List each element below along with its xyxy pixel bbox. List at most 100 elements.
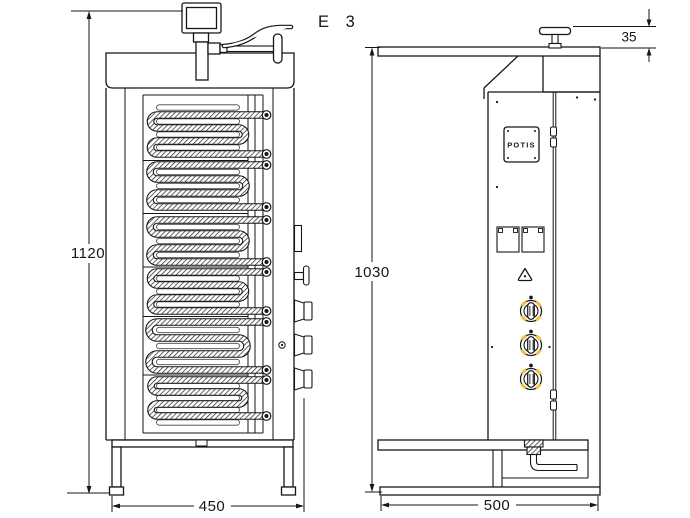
dim-front-height-label: 1120 <box>71 245 105 262</box>
element-terminal-dot <box>264 151 269 157</box>
heating-element-tube <box>147 162 263 210</box>
warning-triangle-icon <box>517 267 533 282</box>
side-body <box>487 91 600 440</box>
control-knobs <box>519 295 543 391</box>
base-rail <box>379 486 601 496</box>
side-base <box>377 439 601 496</box>
element-terminal-dot <box>264 269 269 275</box>
dimensions: 1120 450 1030 <box>67 9 656 515</box>
dim-front-width-label: 450 <box>199 498 226 515</box>
reflector-slot <box>156 237 240 245</box>
reflector-slot <box>156 118 240 125</box>
knob-profile <box>293 299 305 323</box>
element-terminal-dot <box>264 377 269 383</box>
heating-element-tube <box>146 319 263 373</box>
heating-element-tube <box>147 112 263 157</box>
rear-housing <box>542 56 601 487</box>
door-latch-bottom <box>550 389 557 411</box>
knob-pointer-dot <box>529 295 533 300</box>
control-knob <box>519 363 543 391</box>
motor-neck <box>192 32 210 43</box>
element-terminal-dot <box>264 367 269 373</box>
stand-leg-right <box>283 446 294 488</box>
dim-top-detail: 35 <box>573 9 656 62</box>
dim-side-depth: 500 <box>380 496 599 514</box>
side-view: POTIS <box>377 26 601 496</box>
knob-pointer-dot <box>529 363 533 368</box>
reflector-slot <box>156 342 240 350</box>
control-knob <box>519 329 543 357</box>
motor-box-inner <box>185 6 218 30</box>
stand-foot-left <box>108 486 125 496</box>
body-screws <box>490 96 597 349</box>
element-terminal-dot <box>264 162 269 168</box>
reflector-slot <box>156 182 240 190</box>
knob-profile-cap <box>303 369 313 389</box>
knob-profile-cap <box>303 301 313 321</box>
shaft-coupling <box>207 42 221 55</box>
stand-foot-right <box>280 486 297 496</box>
reflector-slot <box>156 104 240 111</box>
knob-profile <box>293 333 305 357</box>
igniter-knob-profile <box>293 265 310 286</box>
reflector-slot <box>156 251 240 259</box>
reflector-slot <box>156 394 240 402</box>
stand <box>108 439 297 496</box>
reflector-slot <box>156 382 240 390</box>
brand-plate: POTIS <box>503 126 540 163</box>
heating-element-tube <box>147 217 263 265</box>
control-knob <box>519 295 543 323</box>
element-terminal-dot <box>264 259 269 265</box>
stand-leg-left <box>111 446 122 488</box>
element-terminal-dot <box>264 217 269 223</box>
door-handle-profile <box>293 224 303 253</box>
dim-side-depth-label: 500 <box>484 497 511 514</box>
reflector-slot <box>156 419 240 426</box>
dim-front-width: 450 <box>111 398 305 515</box>
reflector-slot <box>156 326 240 334</box>
reflector-slot <box>156 358 240 366</box>
panel-screw-dot <box>280 343 284 347</box>
control-knob-profiles <box>293 299 313 391</box>
dim-top-detail-label: 35 <box>621 30 636 45</box>
top-plate <box>377 46 601 57</box>
top-hand-screw <box>538 26 572 49</box>
skewer-end-disc <box>272 33 283 64</box>
side-profile-controls <box>278 224 313 391</box>
grease-tray <box>377 439 589 451</box>
reflector-slot <box>156 223 240 231</box>
door-hinge-top <box>550 126 557 148</box>
canopy-deflector <box>483 55 519 99</box>
knob-pointer-dot <box>529 329 533 334</box>
drawing-title: E 3 <box>318 13 361 31</box>
skewer-handle-pipe-inner <box>222 25 293 48</box>
dim-side-height-label: 1030 <box>354 264 389 281</box>
reflector-slot <box>156 288 240 295</box>
element-terminal-dot <box>264 308 269 314</box>
element-terminal-dot <box>264 112 269 118</box>
brand-label: POTIS <box>507 141 536 150</box>
dim-side-height: 1030 <box>354 47 389 493</box>
reflector-slot <box>156 144 240 151</box>
reflector-slot <box>156 406 240 414</box>
service-plates <box>496 226 545 253</box>
front-view <box>105 2 313 496</box>
heating-element-tube <box>148 377 263 419</box>
knob-profile <box>293 367 305 391</box>
knob-profile-cap <box>303 335 313 355</box>
element-terminal-dot <box>264 319 269 325</box>
heating-element-tube <box>147 269 263 314</box>
reflector-slot <box>156 131 240 138</box>
dim-front-height: 1120 <box>67 10 183 494</box>
element-terminal-dot <box>264 413 269 419</box>
reflector-slot <box>156 168 240 176</box>
motor-bracket <box>195 41 209 81</box>
stand-rail-notch <box>195 439 208 447</box>
drain-pipe <box>523 439 578 472</box>
reflector-slot <box>156 275 240 282</box>
reflector-slot <box>156 301 240 308</box>
element-terminal-dot <box>264 204 269 210</box>
rotisserie-motor-assembly <box>181 2 294 81</box>
